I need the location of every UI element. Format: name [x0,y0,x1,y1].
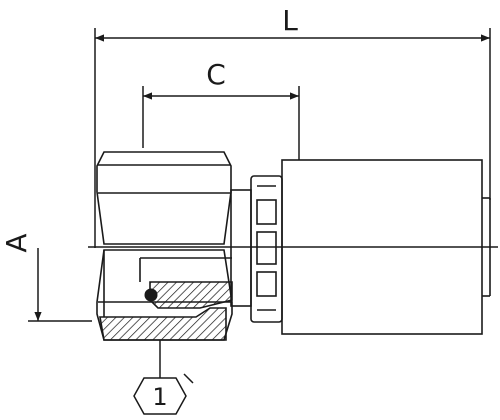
ferrule-body [281,159,483,335]
nipple-seat-hatch [149,281,233,309]
ferrule [281,159,491,335]
collar-slot-2 [256,231,277,265]
dimension-label-a: A [0,233,33,252]
dimension-l: L [94,4,491,248]
o-ring [144,288,158,302]
collar-neck [230,189,252,307]
hex-nut-upper-outline [96,151,232,245]
dimension-label-c: C [206,58,226,91]
collar [230,175,283,323]
collar-slot-1 [256,199,277,225]
dimension-label-l: L [282,4,298,37]
dimension-c: C [142,58,300,160]
callout-label: 1 [152,383,167,411]
collar-slot-3 [256,271,277,297]
callout-hexagon [133,377,187,415]
nut-section-hatch [99,307,227,341]
callout-1: 1 [133,340,194,415]
collar-ring [250,175,283,323]
callout-tick [183,373,194,384]
nut-section [99,250,233,341]
dimension-a: A [0,233,92,322]
